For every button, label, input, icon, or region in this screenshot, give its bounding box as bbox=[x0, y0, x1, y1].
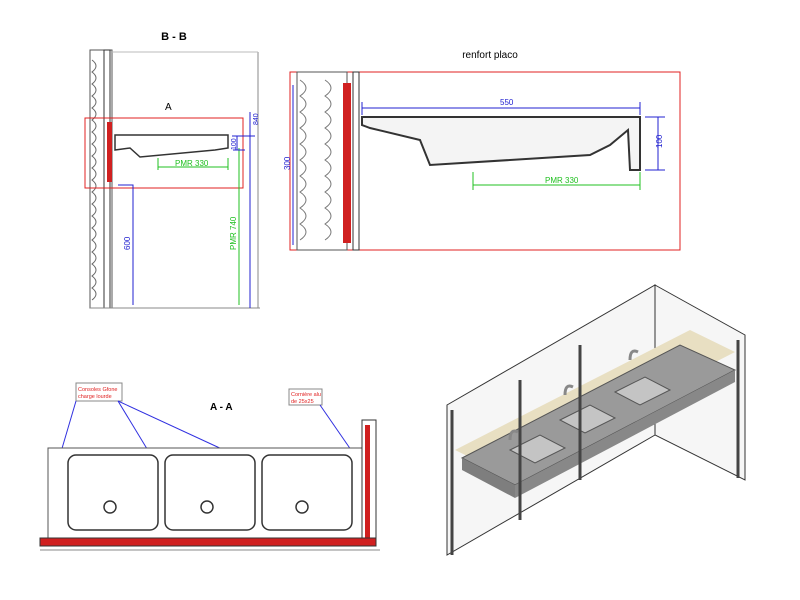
dim-600: 600 bbox=[123, 236, 132, 250]
detail-border bbox=[289, 71, 681, 251]
basin-section bbox=[361, 116, 641, 171]
note-corniere-l1: Cornière alu bbox=[291, 392, 321, 398]
dim-840: 840 bbox=[253, 113, 260, 125]
section-bb-title: B - B bbox=[161, 31, 187, 43]
section-bb: B - B A PMR 330 PMR 740 600 100 840 bbox=[84, 31, 260, 309]
note-consoles-l1: Consoles Gfone bbox=[78, 387, 117, 393]
basin-2 bbox=[164, 454, 256, 531]
basin-profile bbox=[114, 134, 229, 158]
isometric-view bbox=[446, 284, 746, 556]
reinforcement-bar bbox=[343, 83, 351, 243]
section-aa-title: A - A bbox=[210, 402, 233, 413]
dim-pmr330: PMR 330 bbox=[175, 159, 209, 168]
section-aa: A - A Consoles Gfone charge lourde Corni… bbox=[39, 382, 380, 551]
dim-300: 300 bbox=[283, 156, 292, 170]
detail-title: renfort placo bbox=[462, 50, 518, 61]
dim-100: 100 bbox=[231, 138, 238, 150]
floor-rail bbox=[39, 537, 377, 547]
detail-frame bbox=[84, 117, 244, 189]
dim-pmr740: PMR 740 bbox=[229, 216, 238, 250]
note-consoles-l2: charge lourde bbox=[78, 394, 112, 400]
dim-100-detail: 100 bbox=[655, 134, 664, 148]
reinforcement bbox=[107, 122, 112, 182]
detail-renfort-placo: renfort placo 550 300 100 PMR 330 bbox=[283, 50, 681, 251]
detail-label-a: A bbox=[165, 102, 172, 113]
basin-3 bbox=[261, 454, 353, 531]
dim-pmr330-detail: PMR 330 bbox=[545, 176, 579, 185]
dim-550: 550 bbox=[500, 98, 514, 107]
basin-1 bbox=[67, 454, 159, 531]
note-corniere-l2: de 25x25 bbox=[291, 399, 314, 405]
